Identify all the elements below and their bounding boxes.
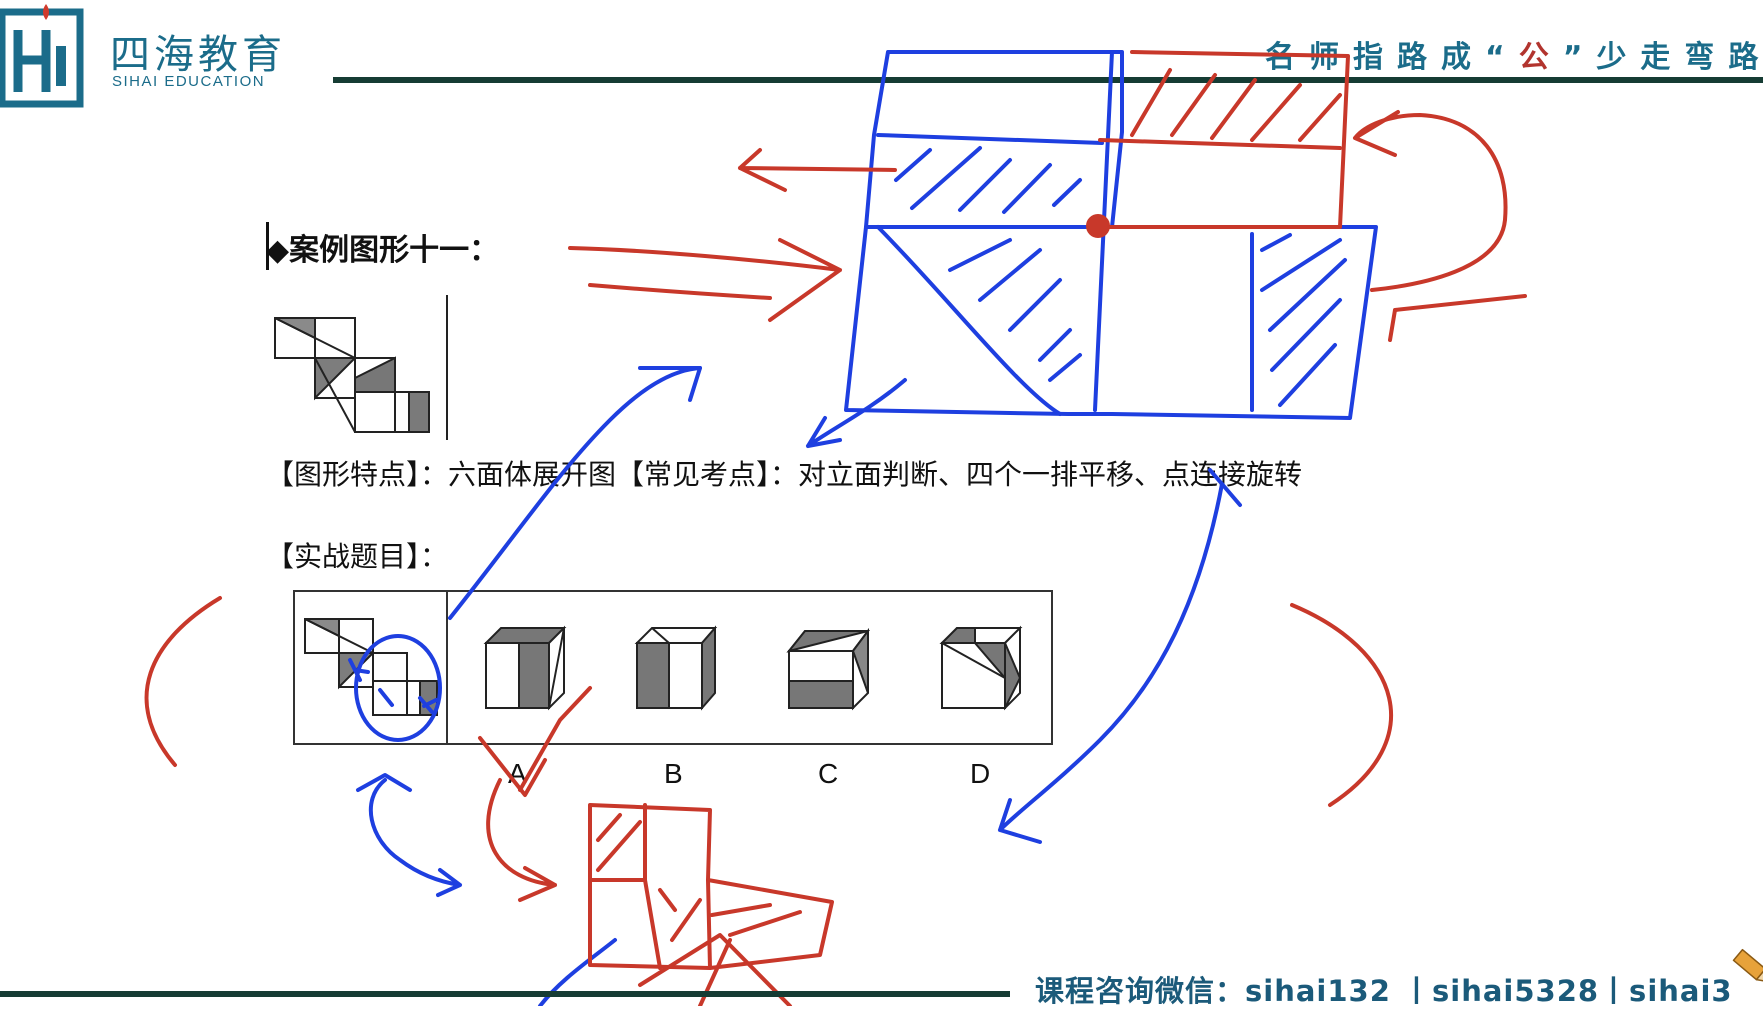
- option-c-cube: [786, 628, 870, 711]
- red-annotations: [144, 50, 1527, 1006]
- page-header: 四海教育 SIHAI EDUCATION 名师指路成“公”少走弯路: [0, 0, 1763, 110]
- features-paragraph: 【图形特点】：六面体展开图【常见考点】：对立面判断、四个一排平移、点连接旋转: [266, 458, 1303, 491]
- logo-chinese-text: 四海教育: [110, 32, 286, 78]
- option-d-cube: [939, 625, 1023, 711]
- option-a-cube: [483, 625, 567, 711]
- question-frame: [293, 590, 1053, 745]
- case-title: ◆案例图形十一：: [266, 233, 500, 268]
- option-label-b: B: [664, 758, 683, 789]
- example-cube-net: [274, 317, 430, 433]
- footer-contact: 课程咨询微信：sihai132 丨sihai5328丨sihai3: [1035, 974, 1733, 1008]
- footer-divider: [0, 991, 1010, 997]
- slogan-text-pre: 名师指路成“: [1265, 40, 1519, 75]
- slogan-highlight: 公: [1518, 40, 1563, 75]
- pencil-icon: [1732, 948, 1763, 983]
- logo-english-text: SIHAI EDUCATION: [112, 73, 266, 90]
- slogan-text-post: ”少走弯路: [1562, 40, 1763, 75]
- header-slogan: 名师指路成“公”少走弯路: [1265, 32, 1763, 76]
- option-label-c: C: [818, 758, 839, 789]
- option-b-cube: [634, 625, 718, 711]
- text-cursor: [266, 222, 269, 270]
- sihai-logo-icon: [0, 4, 84, 108]
- blue-annotations: [348, 50, 1378, 1006]
- option-label-d: D: [970, 758, 991, 789]
- practice-heading: 【实战题目】：: [266, 540, 449, 573]
- header-divider: [333, 77, 1763, 83]
